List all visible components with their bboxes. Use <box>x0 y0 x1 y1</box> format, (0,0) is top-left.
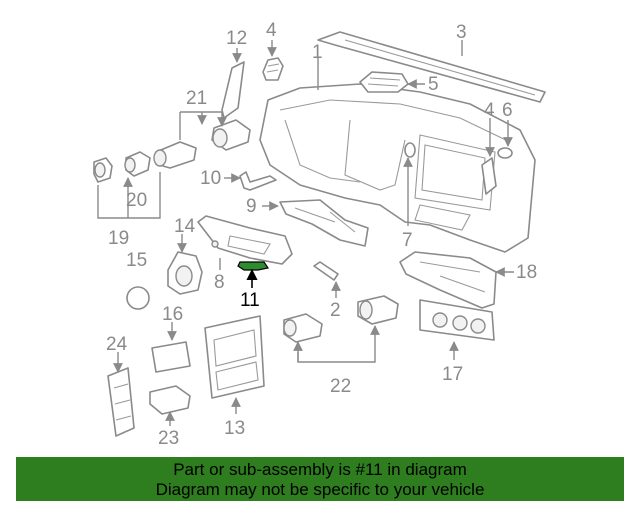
part-13-bezel[interactable] <box>204 315 265 399</box>
label-7: 7 <box>402 230 413 251</box>
part-5-air-vent[interactable] <box>359 71 409 93</box>
label-4b: 4 <box>484 100 495 121</box>
label-9: 9 <box>246 196 257 217</box>
label-5: 5 <box>428 74 439 95</box>
part-15-ring[interactable] <box>126 286 150 310</box>
label-14: 14 <box>174 216 196 237</box>
label-22: 22 <box>330 376 351 397</box>
part-1-instrument-panel[interactable] <box>259 83 536 253</box>
label-24: 24 <box>106 334 128 355</box>
label-15: 15 <box>126 250 147 271</box>
label-21: 21 <box>186 88 207 109</box>
part-17-climate-control[interactable] <box>419 299 495 341</box>
part-21-switch[interactable] <box>211 119 251 151</box>
part-4-vent-right[interactable] <box>481 157 497 195</box>
part-2-clip[interactable] <box>313 261 339 281</box>
label-4a: 4 <box>266 20 277 41</box>
label-17: 17 <box>442 364 463 385</box>
notice-line-2: Diagram may not be specific to your vehi… <box>155 480 485 499</box>
label-23: 23 <box>158 428 179 449</box>
callout-labels: 1 2 3 4 4 5 6 7 8 9 10 11 12 13 14 15 16… <box>106 20 537 449</box>
notice-line-1: Part or sub-assembly is #11 in diagram <box>173 460 467 479</box>
part-12-trim-panel[interactable] <box>221 61 245 119</box>
part-18-glove-box[interactable] <box>399 251 497 309</box>
part-11-highlighted[interactable] <box>237 261 269 271</box>
label-13: 13 <box>224 418 245 439</box>
label-16: 16 <box>162 304 183 325</box>
part-8-knee-bolster[interactable] <box>197 215 293 265</box>
part-7-clip[interactable] <box>404 142 416 158</box>
label-8: 8 <box>214 272 225 293</box>
label-19: 19 <box>108 228 129 249</box>
label-12: 12 <box>226 28 247 49</box>
part-22-lighter[interactable] <box>283 295 399 343</box>
label-20: 20 <box>126 190 147 211</box>
part-10-bracket[interactable] <box>239 171 277 191</box>
label-3: 3 <box>456 22 467 43</box>
label-6: 6 <box>502 100 513 121</box>
part-9-trim[interactable] <box>279 199 369 247</box>
notice-banner: Part or sub-assembly is #11 in diagram D… <box>16 457 624 501</box>
part-16-panel[interactable] <box>151 341 191 373</box>
leader-lines <box>97 40 514 426</box>
label-2: 2 <box>330 300 341 321</box>
label-1: 1 <box>312 42 323 63</box>
part-4-vent-left[interactable] <box>262 57 284 81</box>
label-18: 18 <box>516 262 537 283</box>
part-23-connector[interactable] <box>149 385 191 415</box>
label-10: 10 <box>200 168 221 189</box>
label-11: 11 <box>240 290 260 311</box>
part-20-knobs[interactable] <box>93 141 197 183</box>
parts-diagram: 1 2 3 4 4 5 6 7 8 9 10 11 12 13 14 15 16… <box>93 20 546 449</box>
part-3-defroster-grille[interactable] <box>317 31 546 103</box>
part-6-cap[interactable] <box>497 147 513 159</box>
part-14-housing[interactable] <box>167 251 203 295</box>
part-24-bracket[interactable] <box>107 367 135 437</box>
